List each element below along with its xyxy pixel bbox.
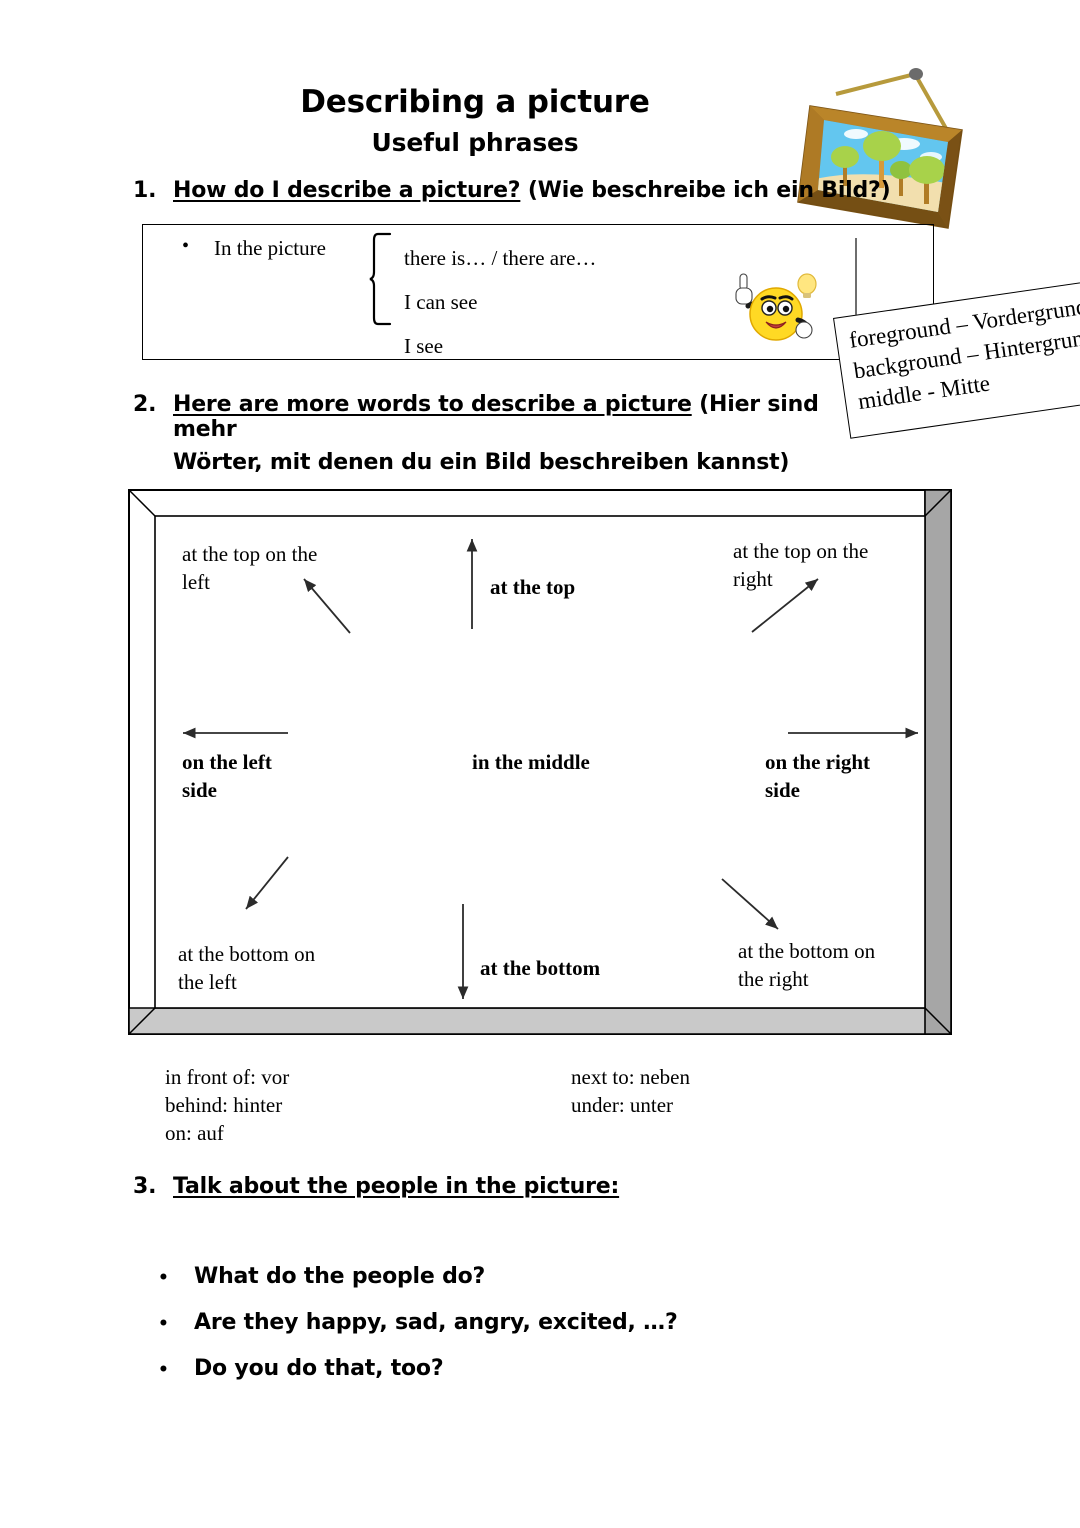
curly-brace-icon <box>369 232 392 326</box>
frame-label-bottom-center: at the bottom <box>480 956 601 980</box>
frame-label-middle-center: in the middle <box>472 750 590 774</box>
frame-label-top-center: at the top <box>490 575 576 599</box>
question-item: • What do the people do? <box>158 1264 858 1289</box>
vocab-item: under: unter <box>571 1093 674 1117</box>
frame-label-top-left: at the top on the left <box>182 542 318 594</box>
picture-frame-diagram <box>128 489 952 1035</box>
vocab-item: next to: neben <box>571 1065 690 1089</box>
section-3-heading-underlined: Talk about the people in the picture: <box>173 1174 620 1199</box>
phrases-box <box>142 224 934 360</box>
box1-option: I can see <box>404 290 478 314</box>
question-item: • Do you do that, too? <box>158 1356 858 1381</box>
bullet-icon: • <box>158 1314 169 1334</box>
question-text: Do you do that, too? <box>194 1356 444 1381</box>
section-1-heading-rest: (Wie beschreibe ich ein Bild?) <box>520 178 891 203</box>
bullet-icon: • <box>158 1268 169 1288</box>
section-2-heading: 2. Here are more words to describe a pic… <box>133 392 833 475</box>
box1-bullet-icon: • <box>182 235 190 257</box>
smiley-idea-icon <box>735 273 817 341</box>
question-text: Are they happy, sad, angry, excited, …? <box>194 1310 678 1335</box>
frame-label-top-right: at the top on the right <box>733 539 869 591</box>
vocab-item: behind: hinter <box>165 1093 283 1117</box>
question-item: • Are they happy, sad, angry, excited, …… <box>158 1310 858 1335</box>
page-subtitle: Useful phrases <box>371 128 579 157</box>
box1-option: there is… / there are… <box>404 246 597 270</box>
section-2-number: 2. <box>133 392 157 417</box>
box1-option: I see <box>404 334 444 358</box>
section-3-text: Talk about the people in the picture: <box>173 1174 833 1199</box>
section-2-text: Here are more words to describe a pictur… <box>173 392 833 475</box>
question-text: What do the people do? <box>194 1264 486 1289</box>
page-title: Describing a picture <box>300 84 650 120</box>
section-2-heading-rest: (Hier sind mehr <box>173 392 819 442</box>
section-1-heading: 1. How do I describe a picture? (Wie bes… <box>133 178 893 203</box>
section-1-number: 1. <box>133 178 157 203</box>
hanging-picture-frame-icon <box>797 68 963 229</box>
vocab-right-column: next to: neben under: unter <box>571 1063 690 1119</box>
section-3-heading: 3. Talk about the people in the picture: <box>133 1174 833 1199</box>
frame-label-middle-right: on the right side <box>765 750 870 802</box>
bullet-icon: • <box>158 1360 169 1380</box>
section-2-heading-line2: Wörter, mit denen du ein Bild beschreibe… <box>173 450 790 475</box>
frame-label-bottom-right: at the bottom on the right <box>738 939 876 991</box>
section-1-text: How do I describe a picture? (Wie beschr… <box>173 178 893 203</box>
frame-label-bottom-left: at the bottom on the left <box>178 942 316 994</box>
section-3-number: 3. <box>133 1174 157 1199</box>
vocab-left-column: in front of: vor behind: hinter on: auf <box>165 1063 289 1147</box>
frame-to-note-connector-line <box>855 238 857 344</box>
frame-label-middle-left: on the left side <box>182 750 272 802</box>
box1-left-phrase: In the picture <box>214 236 326 260</box>
box1-options-list: there is… / there are… I can see I see <box>404 236 596 368</box>
section-2-heading-underlined: Here are more words to describe a pictur… <box>173 392 692 417</box>
vocab-item: on: auf <box>165 1121 224 1145</box>
section-1-heading-underlined: How do I describe a picture? <box>173 178 521 203</box>
vocab-item: in front of: vor <box>165 1065 290 1089</box>
